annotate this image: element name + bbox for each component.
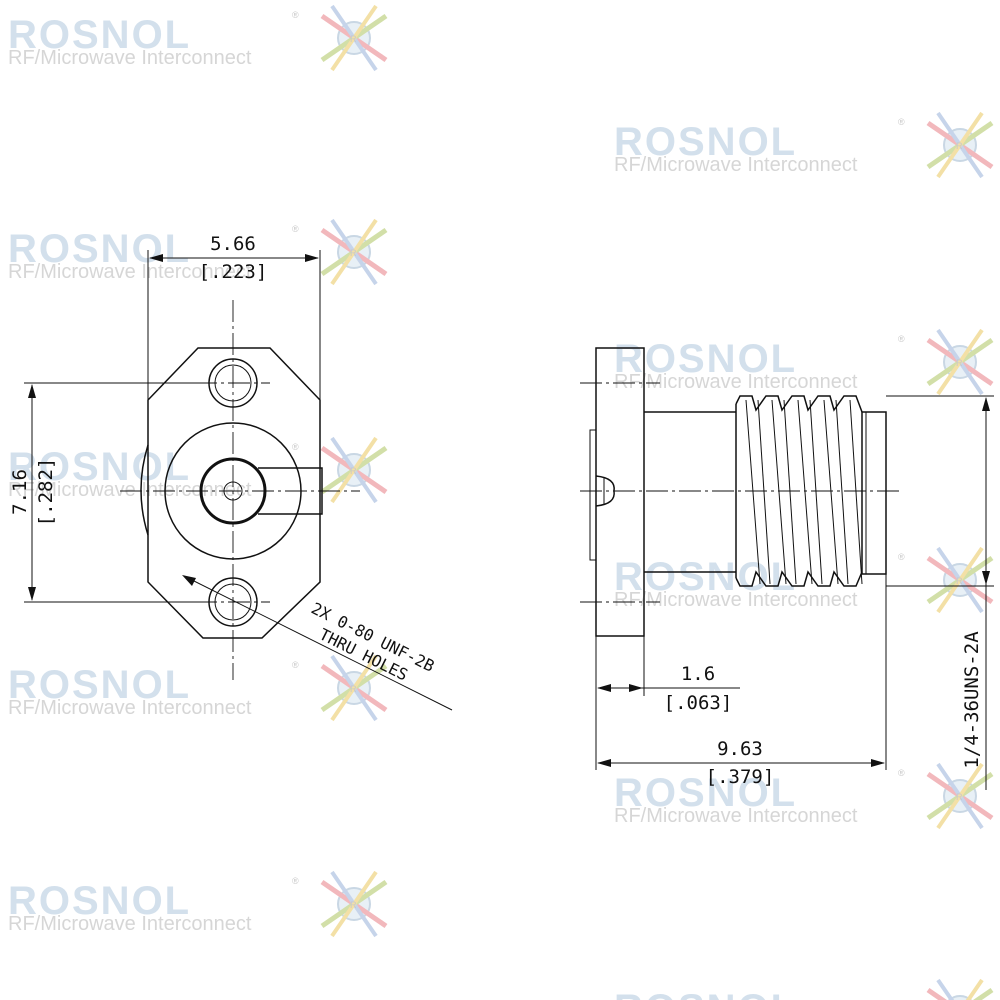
watermark-logo-letter: R: [350, 466, 357, 476]
watermark: ROSNOL RF/Microwave Interconnect ® R: [8, 6, 386, 70]
watermark-registered: ®: [898, 334, 905, 344]
watermark-tagline: RF/Microwave Interconnect: [8, 479, 252, 501]
thread-arrow-top: [982, 397, 990, 411]
watermark: ROSNOL RF/Microwave Interconnect ® R: [8, 872, 386, 936]
height-arrow-bottom: [28, 587, 36, 601]
watermark-logo-icon: [928, 980, 992, 1000]
watermark-logo-icon: R: [322, 6, 386, 70]
watermark-logo-letter: R: [956, 576, 963, 586]
watermark-registered: ®: [292, 876, 299, 886]
watermark: ROSNOL: [614, 980, 992, 1000]
thread-arrow-bottom: [982, 571, 990, 585]
flange-dimension-in: [.063]: [664, 692, 733, 714]
watermark-brand: ROSNOL: [8, 445, 191, 489]
thread-spec: 1/4-36UNS-2A: [961, 631, 983, 769]
watermark-registered: ®: [292, 10, 299, 20]
watermark-tagline: RF/Microwave Interconnect: [614, 589, 858, 611]
width-arrow-left: [149, 254, 163, 262]
watermark-tagline: RF/Microwave Interconnect: [614, 154, 858, 176]
connector-nose: [861, 411, 887, 575]
watermark-logo-letter: R: [350, 248, 357, 258]
watermark-brand: ROSNOL: [614, 987, 797, 1000]
thread-line-4: [823, 399, 839, 585]
length-arrow-left: [597, 759, 611, 767]
watermark-registered: ®: [898, 768, 905, 778]
watermark-tagline: RF/Microwave Interconnect: [8, 697, 252, 719]
watermark-registered: ®: [292, 660, 299, 670]
thread-line-7: [783, 399, 797, 585]
thread-line-8: [809, 399, 823, 585]
side-flange: [595, 347, 645, 637]
watermark-tagline: RF/Microwave Interconnect: [8, 913, 252, 935]
watermark-logo-icon: R: [928, 548, 992, 612]
watermark-logo-icon: R: [322, 872, 386, 936]
watermark: ROSNOL RF/Microwave Interconnect ® R: [614, 764, 992, 828]
watermark: ROSNOL RF/Microwave Interconnect ® R: [8, 220, 386, 284]
watermark-brand: ROSNOL: [8, 663, 191, 707]
width-arrow-right: [305, 254, 319, 262]
watermark: ROSNOL RF/Microwave Interconnect ® R: [614, 548, 992, 612]
watermark-logo-letter: R: [350, 684, 357, 694]
watermark: ROSNOL RF/Microwave Interconnect ® R: [8, 656, 386, 720]
thread-line-6: [757, 399, 771, 585]
watermark-brand: ROSNOL: [8, 13, 191, 57]
thread-line-9: [835, 399, 849, 585]
thread-line-3: [797, 399, 813, 585]
watermark-tagline: RF/Microwave Interconnect: [8, 261, 252, 283]
front-flange-outline: [147, 347, 321, 639]
side-view: 1/4-36UNS-2A 1.6 [.063] 9.63 [.379]: [580, 347, 994, 790]
thread-crest-top: [735, 395, 863, 413]
flange-dimension-mm: 1.6: [681, 663, 715, 685]
watermark-logo-icon: R: [322, 656, 386, 720]
watermark-logo-icon: R: [928, 113, 992, 177]
side-body: [644, 411, 736, 573]
thread-line-1: [745, 399, 761, 585]
width-dimension-mm: 5.66: [210, 233, 256, 255]
watermark-logo-letter: R: [350, 34, 357, 44]
watermark: ROSNOL RF/Microwave Interconnect ® R: [8, 438, 386, 502]
watermark-brand: ROSNOL: [8, 879, 191, 923]
watermark-logo-letter: R: [956, 792, 963, 802]
watermark-registered: ®: [292, 224, 299, 234]
height-dimension-in: [.282]: [35, 458, 57, 527]
watermark-tagline: RF/Microwave Interconnect: [8, 47, 252, 69]
watermark-registered: ®: [898, 552, 905, 562]
length-dimension-in: [.379]: [706, 766, 775, 788]
watermark: ROSNOL RF/Microwave Interconnect ® R: [614, 330, 992, 394]
flange-left-recess: [589, 429, 596, 561]
watermark-logo-icon: R: [322, 220, 386, 284]
thread-line-2: [771, 399, 787, 585]
watermark-group: ROSNOL RF/Microwave Interconnect ® R ROS…: [8, 6, 992, 1000]
watermark-brand: ROSNOL: [614, 771, 797, 815]
watermark-logo-letter: R: [956, 358, 963, 368]
watermark-logo-letter: R: [350, 900, 357, 910]
watermark-registered: ®: [898, 117, 905, 127]
watermark-tagline: RF/Microwave Interconnect: [614, 805, 858, 827]
watermark-logo-icon: R: [322, 438, 386, 502]
watermark-logo-icon: R: [928, 764, 992, 828]
watermark-logo-letter: R: [956, 141, 963, 151]
height-dimension-mm: 7.16: [9, 469, 31, 515]
height-arrow-top: [28, 384, 36, 398]
thread-line-5: [849, 399, 863, 585]
width-dimension-in: [.223]: [199, 261, 268, 283]
watermark-logo-icon: R: [928, 330, 992, 394]
watermark: ROSNOL RF/Microwave Interconnect ® R: [614, 113, 992, 177]
thread-crest-bottom: [735, 570, 863, 587]
watermark-brand: ROSNOL: [614, 120, 797, 164]
watermark-tagline: RF/Microwave Interconnect: [614, 371, 858, 393]
watermark-brand: ROSNOL: [8, 227, 191, 271]
front-body-left-bulge: [140, 444, 149, 536]
length-arrow-right: [871, 759, 885, 767]
flange-arrow-left: [597, 684, 611, 692]
hole-leader-arrow: [182, 575, 196, 586]
flange-arrow-right: [629, 684, 643, 692]
length-dimension-mm: 9.63: [717, 738, 763, 760]
hole-leader-line: [183, 575, 453, 711]
watermark-registered: ®: [292, 442, 299, 452]
